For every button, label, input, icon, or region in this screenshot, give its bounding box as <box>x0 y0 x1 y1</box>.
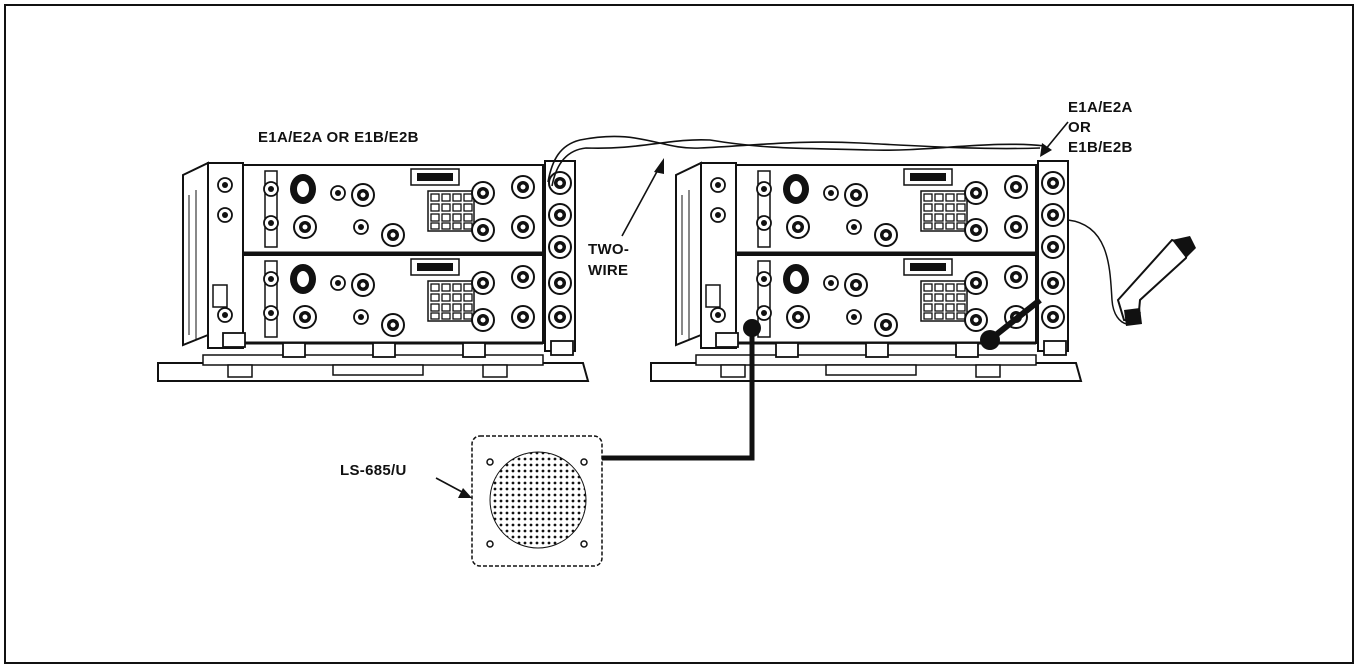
speaker-label: LS-685/U <box>340 461 407 480</box>
right-set-label-line3: E1B/E2B <box>1068 138 1133 157</box>
right-set-label-line1: E1A/E2A <box>1068 98 1133 117</box>
handset <box>1068 220 1196 326</box>
speaker-arrow <box>436 478 472 498</box>
right-set-arrow <box>1040 122 1068 157</box>
left-set-label: E1A/E2A OR E1B/E2B <box>258 128 419 147</box>
two-wire-arrow <box>622 158 664 236</box>
speaker-connector <box>743 319 761 337</box>
two-wire-label-line1: TWO- <box>588 240 629 259</box>
right-set-label-line2: OR <box>1068 118 1091 137</box>
two-wire-label-line2: WIRE <box>588 261 628 280</box>
left-radio-set <box>158 161 588 381</box>
speaker-cable <box>600 330 752 458</box>
speaker <box>472 436 602 566</box>
right-radio-set <box>651 161 1081 381</box>
